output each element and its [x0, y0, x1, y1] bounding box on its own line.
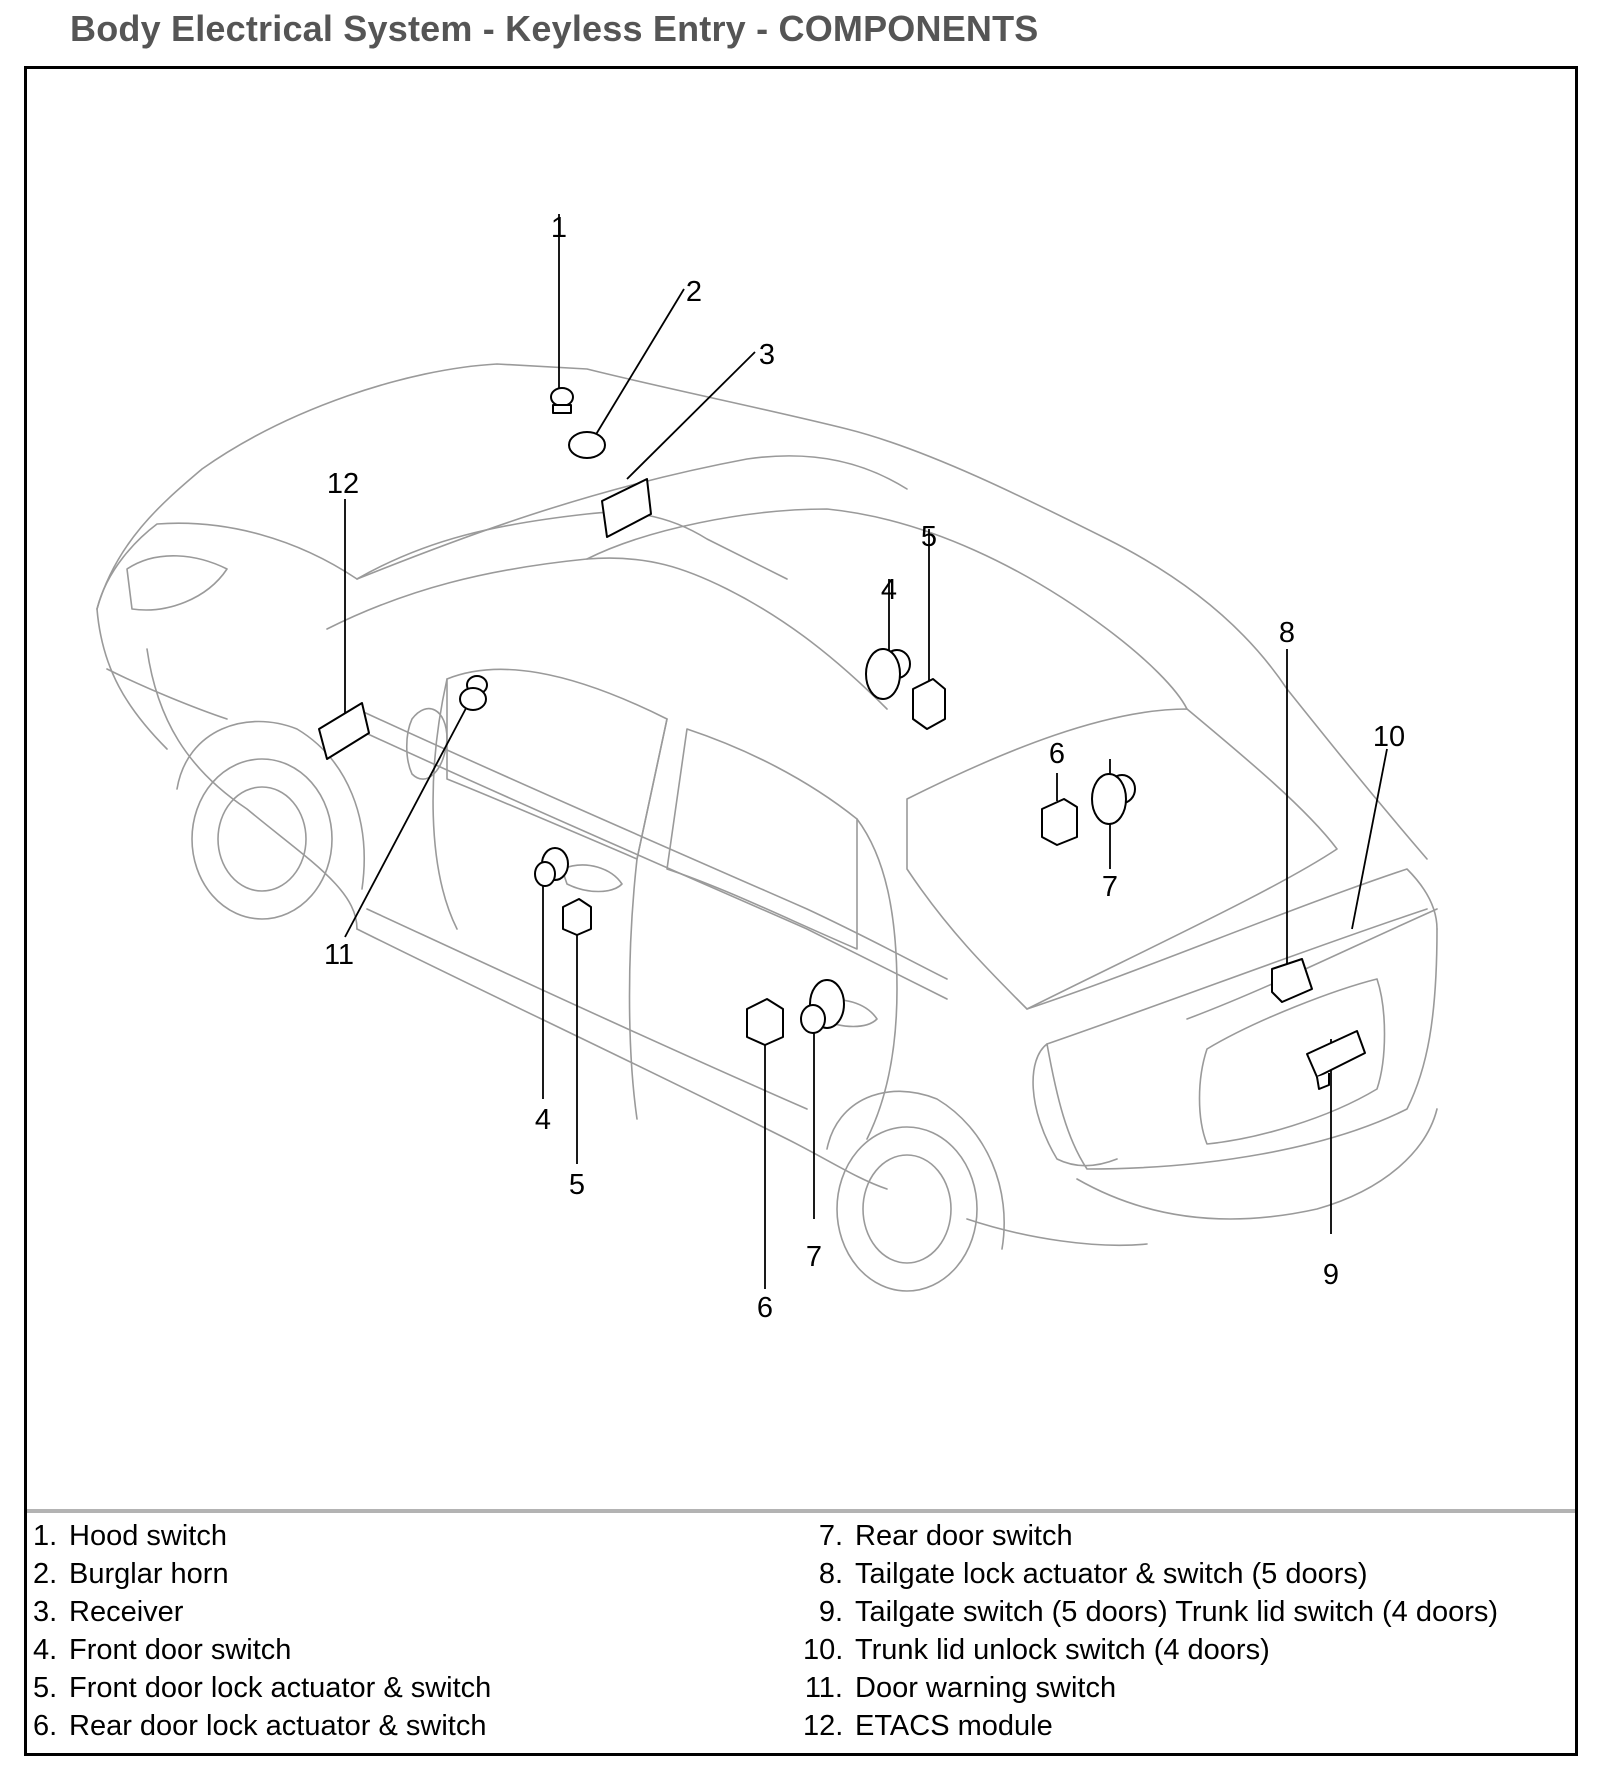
door-warning-switch-icon: [459, 675, 488, 711]
legend-item: 4.Front door switch: [33, 1634, 292, 1666]
burglar-horn-icon: [568, 431, 606, 459]
leader-lines: [344, 214, 1388, 1289]
callout-5-upper: 5: [921, 521, 937, 553]
legend-item: 2.Burglar horn: [33, 1558, 229, 1590]
rear-door-switch-icon: [1091, 773, 1136, 825]
etacs-module-icon: [318, 702, 370, 760]
front-door-lock-actuator-icon: [912, 678, 946, 730]
legend-divider: [27, 1509, 1575, 1513]
callout-3: 3: [759, 339, 775, 371]
legend-item: 5.Front door lock actuator & switch: [33, 1672, 492, 1704]
legend-item: 8.Tailgate lock actuator & switch (5 doo…: [818, 1558, 1368, 1590]
callout-7-upper: 7: [1102, 871, 1118, 903]
callout-10: 10: [1373, 721, 1405, 753]
rear-door-lock-actuator-lower-icon: [746, 998, 784, 1046]
callout-1: 1: [551, 212, 567, 244]
legend-item: 11.Door warning switch: [804, 1672, 1117, 1704]
callout-4-lower: 4: [535, 1104, 551, 1136]
legend-item: 9.Tailgate switch (5 doors) Trunk lid sw…: [818, 1596, 1499, 1628]
legend-item: 12.ETACS module: [803, 1710, 1053, 1742]
rear-door-switch-lower-icon: [800, 979, 845, 1034]
callout-6-upper: 6: [1049, 738, 1065, 770]
front-door-switch-icon: [865, 648, 911, 700]
front-door-switch-lower-icon: [534, 847, 569, 887]
rear-door-lock-actuator-icon: [1041, 798, 1078, 846]
hood-switch-icon: [550, 387, 574, 414]
car-body-outline: [96, 363, 1438, 1292]
callout-4-upper: 4: [881, 574, 897, 606]
legend-item: 3.Receiver: [33, 1596, 184, 1628]
legend-item: 1.Hood switch: [33, 1520, 227, 1552]
callout-5-lower: 5: [569, 1169, 585, 1201]
callout-12: 12: [327, 468, 359, 500]
component-location-diagram: 1 2 3 4 5 8 10 6 7 12 11 4 5 6 7 9: [27, 69, 1575, 1509]
callout-6-lower: 6: [757, 1292, 773, 1324]
components: [318, 387, 1366, 1090]
callout-labels: 1 2 3 4 5 8 10 6 7 12 11 4 5 6 7 9: [324, 212, 1405, 1324]
legend-item: 7.Rear door switch: [818, 1520, 1073, 1552]
callout-2: 2: [686, 276, 702, 308]
callout-9: 9: [1323, 1259, 1339, 1291]
tailgate-switch-icon: [1306, 1030, 1366, 1090]
receiver-icon: [601, 478, 652, 538]
tailgate-lock-actuator-icon: [1271, 958, 1313, 1003]
callout-8: 8: [1279, 617, 1295, 649]
callout-11: 11: [324, 939, 354, 971]
component-legend: 1.Hood switch 2.Burglar horn 3.Receiver …: [27, 1515, 1575, 1751]
legend-item: 10.Trunk lid unlock switch (4 doors): [803, 1634, 1270, 1666]
page-title: Body Electrical System - Keyless Entry -…: [70, 8, 1039, 49]
car-illustration: 1 2 3 4 5 8 10 6 7 12 11 4 5 6 7 9: [96, 212, 1438, 1324]
diagram-frame: 1 2 3 4 5 8 10 6 7 12 11 4 5 6 7 9 1.Hoo…: [24, 66, 1578, 1756]
legend-item: 6.Rear door lock actuator & switch: [33, 1710, 487, 1742]
front-door-lock-actuator-lower-icon: [562, 898, 592, 936]
callout-7-lower: 7: [806, 1241, 822, 1273]
